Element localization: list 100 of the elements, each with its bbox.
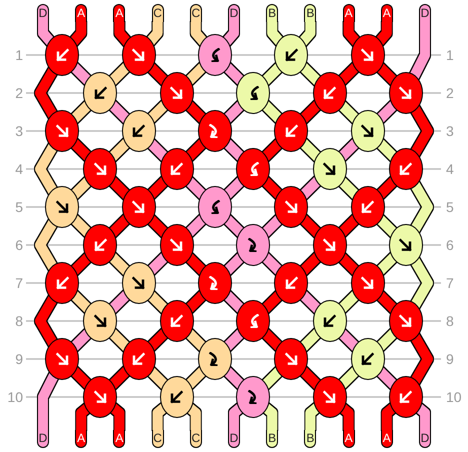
string bbox=[146, 252, 170, 276]
string bbox=[375, 62, 398, 86]
row-number: 5 bbox=[446, 199, 454, 215]
string bbox=[35, 143, 58, 195]
string bbox=[382, 403, 398, 430]
string bbox=[337, 100, 360, 124]
string-end: C bbox=[190, 4, 202, 22]
knot bbox=[198, 110, 232, 152]
knot bbox=[160, 148, 194, 190]
string bbox=[410, 333, 433, 385]
knot bbox=[274, 338, 308, 380]
string-end: B bbox=[304, 4, 316, 22]
string bbox=[229, 403, 244, 430]
knot bbox=[312, 376, 346, 418]
knot bbox=[350, 110, 385, 152]
string bbox=[375, 100, 398, 124]
string bbox=[298, 252, 322, 276]
string-end: A bbox=[380, 430, 393, 448]
string-end: B bbox=[266, 4, 278, 22]
knot bbox=[388, 72, 423, 114]
string bbox=[70, 62, 93, 86]
string-end: C bbox=[190, 430, 202, 448]
string bbox=[222, 176, 246, 200]
string bbox=[108, 138, 131, 162]
string bbox=[70, 366, 93, 390]
string bbox=[70, 100, 93, 124]
string bbox=[108, 62, 131, 86]
knot bbox=[160, 72, 194, 114]
string bbox=[337, 62, 360, 86]
knot bbox=[274, 110, 308, 152]
knot bbox=[350, 34, 385, 76]
string bbox=[298, 100, 322, 124]
string bbox=[152, 403, 168, 430]
string bbox=[114, 22, 132, 46]
knot bbox=[198, 34, 232, 76]
string bbox=[262, 403, 278, 430]
string bbox=[184, 62, 208, 86]
string-end: B bbox=[266, 430, 278, 448]
row-number: 1 bbox=[446, 47, 454, 63]
string bbox=[70, 290, 93, 314]
string bbox=[70, 214, 93, 238]
string bbox=[222, 252, 246, 276]
knot bbox=[83, 72, 118, 114]
string bbox=[185, 403, 201, 430]
string bbox=[410, 181, 433, 233]
row-number: 4 bbox=[15, 161, 23, 177]
string bbox=[108, 328, 131, 352]
string bbox=[222, 22, 239, 46]
row-number: 3 bbox=[15, 123, 23, 139]
string bbox=[108, 290, 131, 314]
string bbox=[337, 328, 360, 352]
string-end: D bbox=[37, 430, 49, 448]
knot bbox=[312, 300, 346, 342]
string bbox=[260, 138, 284, 162]
row-number: 6 bbox=[15, 237, 23, 253]
knot bbox=[198, 338, 232, 380]
knot bbox=[83, 376, 118, 418]
string bbox=[108, 100, 131, 124]
string bbox=[146, 176, 170, 200]
string bbox=[305, 403, 321, 430]
string bbox=[76, 403, 92, 430]
knot bbox=[198, 186, 232, 228]
string bbox=[222, 138, 246, 162]
string bbox=[375, 328, 398, 352]
row-number: 10 bbox=[446, 389, 462, 405]
knot bbox=[274, 34, 308, 76]
string bbox=[190, 22, 208, 46]
string bbox=[184, 138, 208, 162]
string bbox=[146, 328, 170, 352]
string bbox=[222, 328, 246, 352]
string bbox=[260, 252, 284, 276]
knot bbox=[45, 186, 80, 228]
string bbox=[222, 100, 246, 124]
string-end: A bbox=[75, 430, 88, 448]
string bbox=[146, 62, 170, 86]
string bbox=[409, 22, 430, 80]
string-end: A bbox=[342, 430, 355, 448]
string bbox=[337, 138, 360, 162]
string bbox=[146, 290, 170, 314]
string bbox=[35, 67, 58, 119]
string bbox=[260, 328, 284, 352]
knot bbox=[312, 224, 346, 266]
string-end: B bbox=[304, 430, 316, 448]
knot bbox=[122, 186, 156, 228]
row-number: 8 bbox=[446, 313, 454, 329]
string bbox=[338, 403, 354, 430]
string bbox=[70, 138, 93, 162]
string bbox=[337, 214, 360, 238]
string bbox=[260, 62, 284, 86]
string bbox=[410, 105, 433, 157]
string-end: A bbox=[113, 4, 126, 22]
string bbox=[184, 252, 208, 276]
string bbox=[298, 366, 322, 390]
string-end: C bbox=[152, 430, 164, 448]
row-number: 2 bbox=[446, 85, 454, 101]
row-number: 7 bbox=[15, 275, 23, 291]
knot bbox=[45, 262, 80, 304]
string bbox=[70, 252, 93, 276]
knot bbox=[274, 262, 308, 304]
string bbox=[375, 138, 398, 162]
